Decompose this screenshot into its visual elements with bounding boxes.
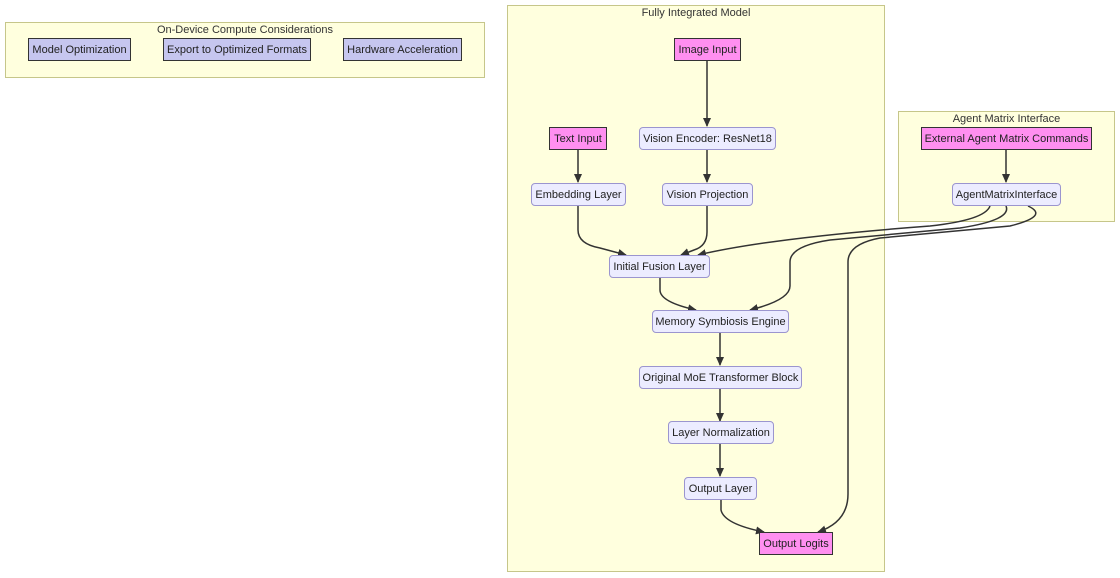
agent-matrix-interface-node[interactable]: AgentMatrixInterface <box>952 183 1061 206</box>
vision-encoder-node[interactable]: Vision Encoder: ResNet18 <box>639 127 776 150</box>
cluster-title: On-Device Compute Considerations <box>156 24 334 36</box>
text-input-node[interactable]: Text Input <box>549 127 607 150</box>
initial-fusion-layer-node[interactable]: Initial Fusion Layer <box>609 255 710 278</box>
moe-transformer-block-node[interactable]: Original MoE Transformer Block <box>639 366 802 389</box>
output-layer-node[interactable]: Output Layer <box>684 477 757 500</box>
embedding-layer-node[interactable]: Embedding Layer <box>531 183 626 206</box>
cluster-title: Agent Matrix Interface <box>952 113 1061 125</box>
external-agent-commands-node[interactable]: External Agent Matrix Commands <box>921 127 1092 150</box>
cluster-title: Fully Integrated Model <box>641 7 751 19</box>
output-logits-node[interactable]: Output Logits <box>759 532 833 555</box>
vision-projection-node[interactable]: Vision Projection <box>662 183 753 206</box>
hardware-acceleration-node[interactable]: Hardware Acceleration <box>343 38 462 61</box>
memory-symbiosis-engine-node[interactable]: Memory Symbiosis Engine <box>652 310 789 333</box>
model-optimization-node[interactable]: Model Optimization <box>28 38 131 61</box>
image-input-node[interactable]: Image Input <box>674 38 741 61</box>
export-formats-node[interactable]: Export to Optimized Formats <box>163 38 311 61</box>
layer-normalization-node[interactable]: Layer Normalization <box>668 421 774 444</box>
